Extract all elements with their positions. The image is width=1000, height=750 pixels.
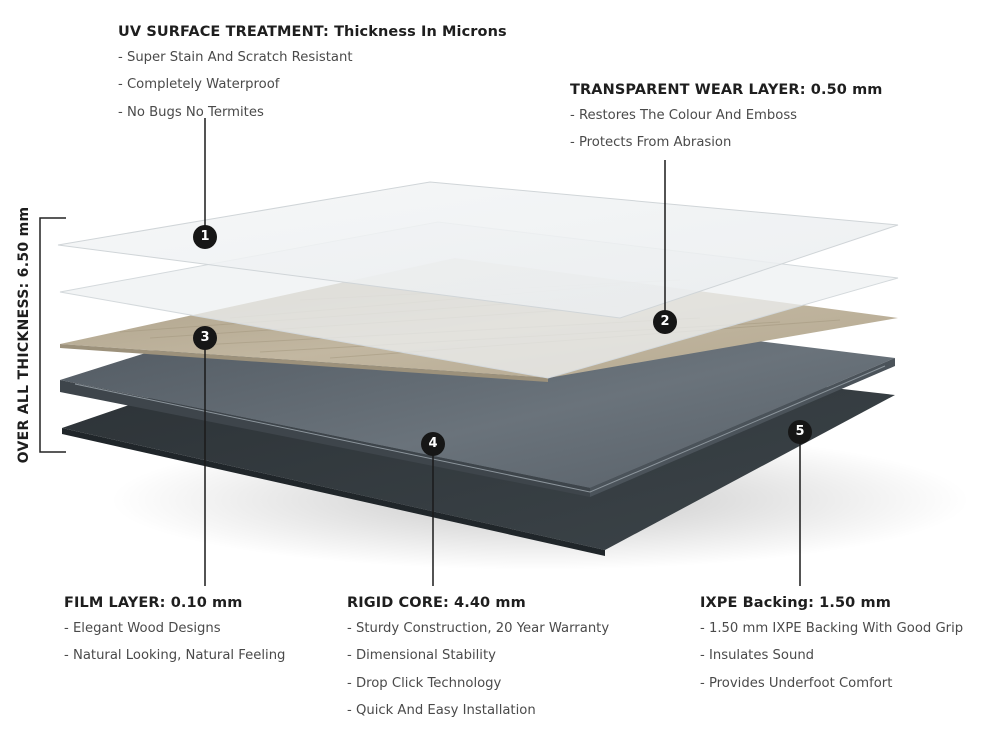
title-detail: 0.10 mm	[170, 595, 243, 611]
point-item: No Bugs No Termites	[118, 104, 507, 131]
point-item: Quick And Easy Installation	[347, 702, 609, 729]
title-detail: 4.40 mm	[454, 595, 526, 611]
callout-title: RIGID CORE: 4.40 mm	[347, 595, 609, 611]
title-detail: 1.50 mm	[819, 595, 891, 611]
marker-1: 1	[193, 225, 217, 249]
marker-5: 5	[788, 420, 812, 444]
marker-2: 2	[653, 310, 677, 334]
point-item: Elegant Wood Designs	[64, 620, 285, 647]
title-detail: Thickness In Microns	[334, 24, 507, 40]
point-item: Restores The Colour And Emboss	[570, 107, 883, 134]
point-item: Drop Click Technology	[347, 675, 609, 702]
point-list: Super Stain And Scratch Resistant Comple…	[118, 49, 507, 131]
callout-title: UV SURFACE TREATMENT: Thickness In Micro…	[118, 24, 507, 40]
point-item: Provides Underfoot Comfort	[700, 675, 963, 702]
point-list: Sturdy Construction, 20 Year Warranty Di…	[347, 620, 609, 730]
title-main: FILM LAYER:	[64, 595, 166, 611]
overall-thickness-label: OVER ALL THICKNESS: 6.50 mm	[16, 206, 32, 464]
point-item: Sturdy Construction, 20 Year Warranty	[347, 620, 609, 647]
point-list: 1.50 mm IXPE Backing With Good Grip Insu…	[700, 620, 963, 702]
title-main: RIGID CORE:	[347, 595, 449, 611]
point-item: Protects From Abrasion	[570, 134, 883, 161]
callout-rigid-core: RIGID CORE: 4.40 mm Sturdy Construction,…	[347, 595, 609, 730]
point-item: Insulates Sound	[700, 647, 963, 674]
callout-title: FILM LAYER: 0.10 mm	[64, 595, 285, 611]
marker-3: 3	[193, 326, 217, 350]
title-main: IXPE Backing:	[700, 595, 815, 611]
point-item: Dimensional Stability	[347, 647, 609, 674]
point-item: Completely Waterproof	[118, 76, 507, 103]
callout-title: TRANSPARENT WEAR LAYER: 0.50 mm	[570, 82, 883, 98]
leader-lines	[204, 118, 801, 586]
point-item: Super Stain And Scratch Resistant	[118, 49, 507, 76]
title-main: UV SURFACE TREATMENT:	[118, 24, 329, 40]
point-list: Elegant Wood Designs Natural Looking, Na…	[64, 620, 285, 675]
callout-film-layer: FILM LAYER: 0.10 mm Elegant Wood Designs…	[64, 595, 285, 675]
point-item: 1.50 mm IXPE Backing With Good Grip	[700, 620, 963, 647]
point-list: Restores The Colour And Emboss Protects …	[570, 107, 883, 162]
marker-4: 4	[421, 432, 445, 456]
callout-ixpe-backing: IXPE Backing: 1.50 mm 1.50 mm IXPE Backi…	[700, 595, 963, 702]
point-item: Natural Looking, Natural Feeling	[64, 647, 285, 674]
title-detail: 0.50 mm	[810, 82, 883, 98]
thickness-bracket	[39, 217, 66, 453]
layer-uv-surface	[57, 181, 899, 319]
callout-title: IXPE Backing: 1.50 mm	[700, 595, 963, 611]
callout-uv-surface: UV SURFACE TREATMENT: Thickness In Micro…	[118, 24, 507, 131]
callout-wear-layer: TRANSPARENT WEAR LAYER: 0.50 mm Restores…	[570, 82, 883, 162]
title-main: TRANSPARENT WEAR LAYER:	[570, 82, 806, 98]
